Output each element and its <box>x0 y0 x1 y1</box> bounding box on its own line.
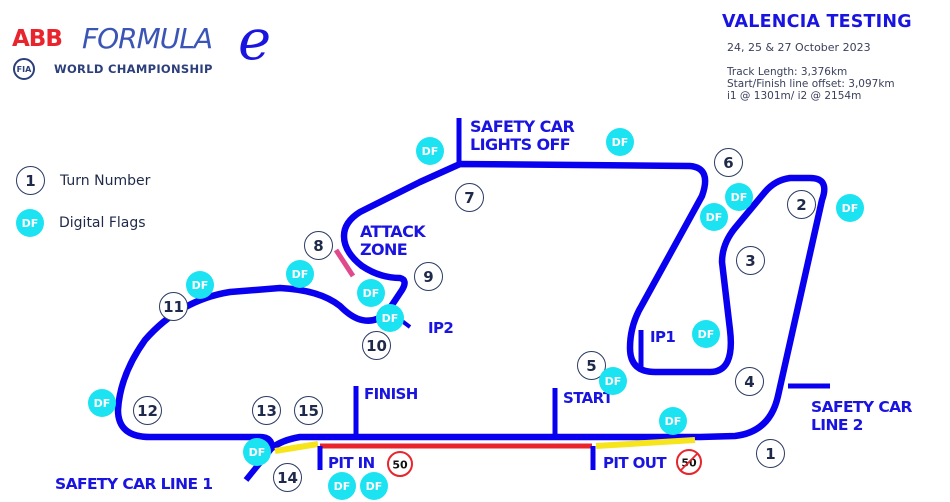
turn-14-badge: 14 <box>273 463 302 492</box>
legend-turn-icon: 1 <box>16 166 45 195</box>
digital-flag: DF <box>357 279 385 307</box>
pit-out-end-speed-limit-sign: 50 <box>676 449 702 475</box>
digital-flag: DF <box>700 203 728 231</box>
ip1-label: IP1 <box>650 328 676 346</box>
digital-flag: DF <box>286 260 314 288</box>
fia-text: FIA <box>16 64 32 74</box>
pit-out-label: PIT OUT <box>603 454 667 472</box>
safety-car-lights-off-label: SAFETY CAR LIGHTS OFF <box>470 117 575 154</box>
legend-turn-number: 1 Turn Number <box>16 166 150 195</box>
formula-e-logo: ABB FORMULA e FIA WORLD CHAMPIONSHIP <box>12 8 292 82</box>
digital-flag: DF <box>606 128 634 156</box>
safety-car-line-2-label: SAFETY CAR LINE 2 <box>811 398 912 434</box>
abb-logo: ABB <box>12 26 63 52</box>
turn-2-badge: 2 <box>787 190 816 219</box>
digital-flag: DF <box>836 194 864 222</box>
digital-flag: DF <box>725 183 753 211</box>
legend-df-icon: DF <box>16 209 44 237</box>
turn-1-badge: 1 <box>756 439 785 468</box>
digital-flag: DF <box>599 367 627 395</box>
turn-4-badge: 4 <box>735 367 764 396</box>
fia-logo: FIA <box>13 58 35 80</box>
digital-flag: DF <box>692 320 720 348</box>
intermediate-points: i1 @ 1301m/ i2 @ 2154m <box>727 90 862 102</box>
start-label: START <box>563 389 613 407</box>
pit-entry-lane <box>274 441 319 454</box>
world-championship-text: WORLD CHAMPIONSHIP <box>54 62 213 76</box>
digital-flag: DF <box>243 438 271 466</box>
turn-3-badge: 3 <box>736 246 765 275</box>
pit-exit-lane <box>595 437 696 449</box>
pit-in-label: PIT IN <box>328 454 375 472</box>
event-title: VALENCIA TESTING <box>722 12 912 32</box>
turn-10-badge: 10 <box>362 331 391 360</box>
pit-in-speed-limit-value: 50 <box>392 459 408 472</box>
turn-11-badge: 11 <box>159 292 188 321</box>
turn-13-badge: 13 <box>252 396 281 425</box>
digital-flag: DF <box>328 472 356 500</box>
safety-car-line-1-label: SAFETY CAR LINE 1 <box>55 475 213 493</box>
legend-df-label: Digital Flags <box>59 215 146 231</box>
legend-turn-label: Turn Number <box>60 172 151 189</box>
track-outline <box>114 160 828 452</box>
ip2-label: IP2 <box>428 319 454 337</box>
digital-flag: DF <box>659 407 687 435</box>
finish-label: FINISH <box>364 385 418 403</box>
digital-flag: DF <box>416 137 444 165</box>
digital-flag: DF <box>376 304 404 332</box>
formula-e-mark: e <box>238 8 272 73</box>
attack-zone-label: ATTACK ZONE <box>360 222 426 259</box>
digital-flag: DF <box>186 271 214 299</box>
pit-in-speed-limit-sign: 50 <box>387 451 413 477</box>
track-info: Track Length: 3,376km Start/Finish line … <box>727 66 895 102</box>
attack-zone-marker <box>333 248 356 278</box>
track-length: Track Length: 3,376km <box>727 66 848 78</box>
legend-digital-flags: DF Digital Flags <box>16 209 146 237</box>
turn-15-badge: 15 <box>294 396 323 425</box>
turn-7-badge: 7 <box>455 183 484 212</box>
formula-wordmark: FORMULA <box>82 22 213 55</box>
event-dates: 24, 25 & 27 October 2023 <box>727 41 871 54</box>
digital-flag: DF <box>360 472 388 500</box>
start-finish-offset: Start/Finish line offset: 3,097km <box>727 78 895 90</box>
turn-6-badge: 6 <box>714 148 743 177</box>
turn-9-badge: 9 <box>414 262 443 291</box>
digital-flag: DF <box>88 389 116 417</box>
turn-12-badge: 12 <box>133 396 162 425</box>
turn-8-badge: 8 <box>304 231 333 260</box>
